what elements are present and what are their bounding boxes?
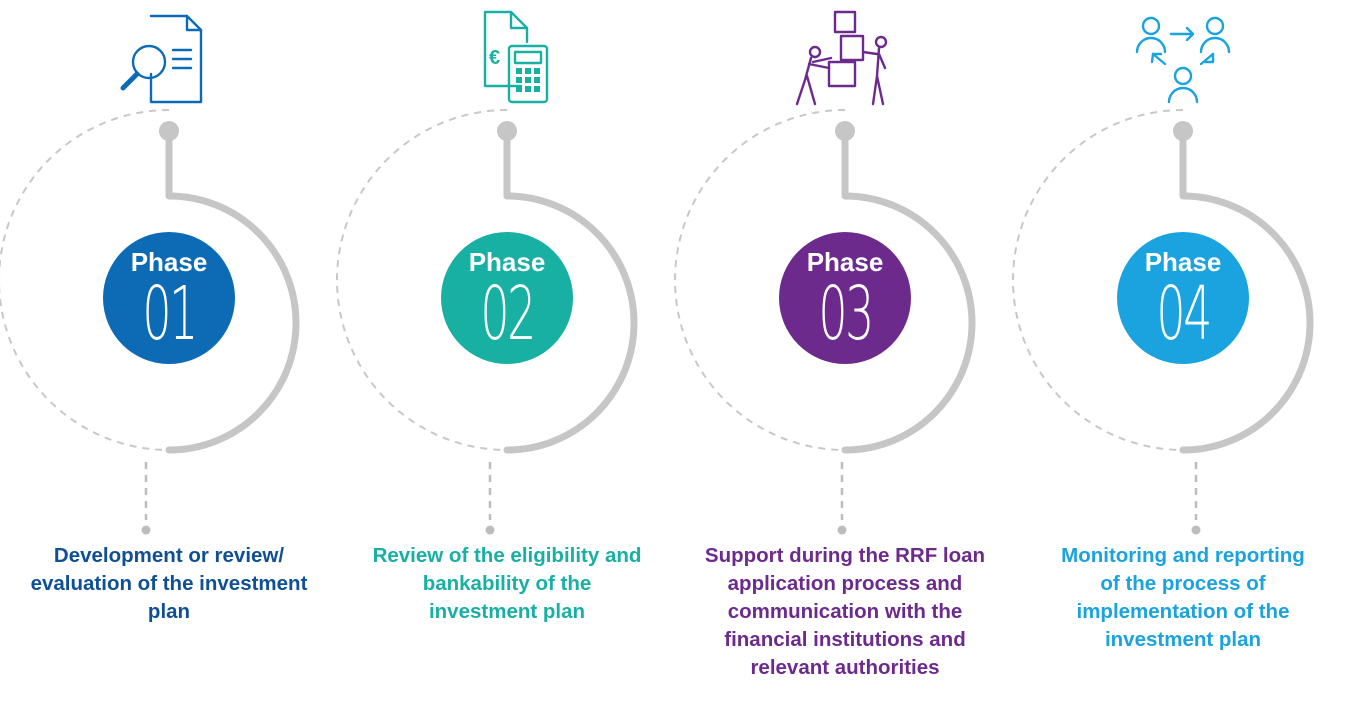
phase-description: Review of the eligibility and bankabilit…: [372, 544, 642, 623]
phase-word: Phase: [468, 247, 546, 277]
phase-connector-graphic: [0, 109, 300, 535]
phase-1: Phase 01 Development or review/ evaluati…: [0, 0, 338, 702]
phase-number: 03: [818, 271, 874, 357]
phase-badge: Phase 03: [779, 232, 911, 364]
phase-badge: Phase 04: [1117, 232, 1249, 364]
people-lifting-boxes-icon: [795, 10, 888, 106]
phase-description: Support during the RRF loan application …: [704, 544, 986, 679]
phase-4: Phase 04 Monitoring and reporting of the…: [1012, 0, 1352, 702]
phase-word: Phase: [806, 247, 884, 277]
phase-badge: Phase 02: [441, 232, 573, 364]
phase-description: Development or review/ evaluation of the…: [30, 544, 308, 623]
phase-2: € Phase 02 Review of the eligibility and…: [336, 0, 676, 702]
phase-3: Phase 03 Support during the RRF loan app…: [674, 0, 1014, 702]
phase-number: 02: [480, 271, 536, 357]
phase-connector-graphic: [336, 109, 638, 535]
phase-word: Phase: [1144, 247, 1222, 277]
phase-badge: Phase 01: [103, 232, 235, 364]
phase-connector-graphic: [1012, 109, 1314, 535]
euro-calculator-icon: €: [483, 10, 549, 104]
phase-connector-graphic: [674, 109, 976, 535]
svg-text:€: €: [489, 47, 500, 69]
document-search-icon: [120, 14, 203, 104]
phase-word: Phase: [130, 247, 208, 277]
phase-description: Monitoring and reporting of the process …: [1061, 544, 1305, 651]
people-network-icon: [1135, 16, 1231, 104]
phase-number: 04: [1156, 271, 1212, 357]
phase-number: 01: [142, 271, 198, 357]
